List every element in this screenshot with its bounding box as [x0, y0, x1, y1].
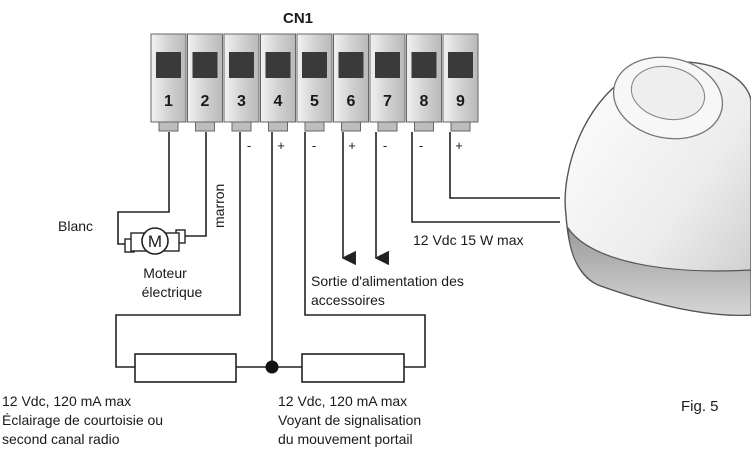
label-left-load-2: Éclairage de courtoisie ou	[2, 412, 163, 428]
terminal-polarity: +	[455, 138, 463, 153]
label-marron: marron	[211, 184, 227, 228]
label-accessories-1: Sortie d'alimentation des	[311, 273, 464, 289]
wire-term9	[449, 132, 560, 199]
terminal-polarity: +	[348, 138, 356, 153]
label-left-load-1: 12 Vdc, 120 mA max	[2, 393, 131, 409]
label-right-load-3: du mouvement portail	[278, 431, 413, 447]
terminal-8: 8-	[406, 33, 442, 153]
terminal-9: 9+	[442, 33, 479, 153]
label-right-load-2: Voyant de signalisation	[278, 412, 421, 428]
figure-label: Fig. 5	[681, 398, 719, 415]
terminal-4: 4+	[260, 33, 296, 153]
terminal-7: 7-	[369, 33, 406, 153]
label-motor-2: électrique	[142, 284, 203, 300]
wires	[115, 132, 560, 368]
terminal-number: 3	[237, 93, 246, 110]
right-load-box	[301, 353, 405, 383]
terminal-number: 4	[274, 93, 283, 110]
terminal-2: 2	[187, 33, 223, 132]
wire-term8	[411, 132, 560, 223]
terminal-number: 6	[347, 93, 356, 110]
terminal-screw-icon	[411, 52, 437, 78]
motor-icon	[141, 227, 169, 255]
terminal-number: 5	[310, 93, 319, 110]
terminal-polarity: -	[312, 138, 316, 153]
terminal-number: 7	[383, 93, 392, 110]
terminal-polarity: -	[419, 138, 423, 153]
wire-brown	[185, 132, 207, 237]
terminal-6: 6+	[333, 33, 369, 153]
terminal-number: 1	[164, 93, 173, 110]
connector-title: CN1	[283, 10, 313, 27]
terminal-screw-icon	[265, 52, 291, 78]
warning-lamp	[564, 56, 751, 317]
terminal-screw-icon	[338, 52, 364, 78]
wire-term5	[304, 132, 426, 368]
junction-dot	[265, 360, 279, 374]
terminal-number: 2	[201, 93, 210, 110]
terminal-polarity: -	[247, 138, 251, 153]
wire-term3	[115, 132, 241, 368]
label-right-load-1: 12 Vdc, 120 mA max	[278, 393, 407, 409]
terminal-polarity: +	[277, 138, 285, 153]
wire-white	[117, 132, 170, 245]
terminal-5: 5-	[296, 33, 333, 153]
terminal-1: 1	[150, 33, 187, 132]
motor: M	[124, 227, 186, 255]
terminal-screw-icon	[375, 52, 400, 78]
motor-symbol: M	[148, 232, 162, 251]
terminal-number: 8	[420, 93, 429, 110]
terminal-screw-icon	[156, 52, 181, 78]
terminal-screw-icon	[448, 52, 473, 78]
label-motor-1: Moteur	[143, 265, 187, 281]
terminal-3: 3-	[223, 33, 260, 153]
terminal-screw-icon	[192, 52, 218, 78]
terminal-number: 9	[456, 93, 465, 110]
label-lamp-supply: 12 Vdc 15 W max	[413, 232, 524, 248]
left-load-box	[134, 353, 237, 383]
label-left-load-3: second canal radio	[2, 431, 120, 447]
terminal-screw-icon	[229, 52, 254, 78]
label-accessories-2: accessoires	[311, 292, 385, 308]
label-blanc: Blanc	[58, 218, 93, 234]
terminal-screw-icon	[302, 52, 327, 78]
terminal-polarity: -	[383, 138, 387, 153]
